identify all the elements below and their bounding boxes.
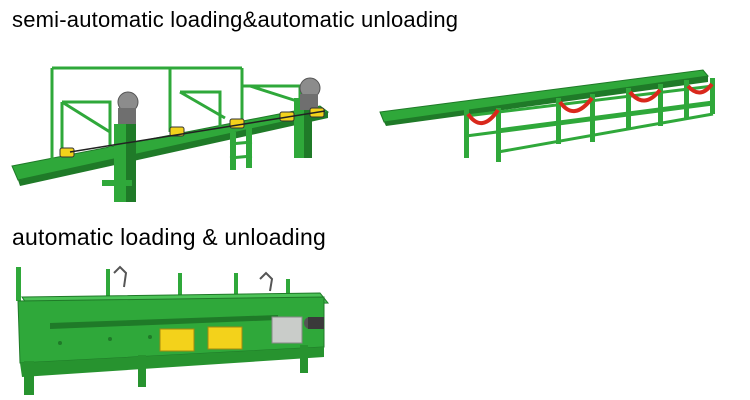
automatic-loading-unloading-machine-image — [16, 265, 330, 395]
automatic-unloading-rack-image — [379, 69, 715, 162]
semi-automatic-loading-machine-image — [11, 66, 330, 202]
caption-semi-automatic: semi-automatic loading&automatic unloadi… — [12, 7, 459, 32]
caption-automatic: automatic loading & unloading — [12, 224, 326, 250]
